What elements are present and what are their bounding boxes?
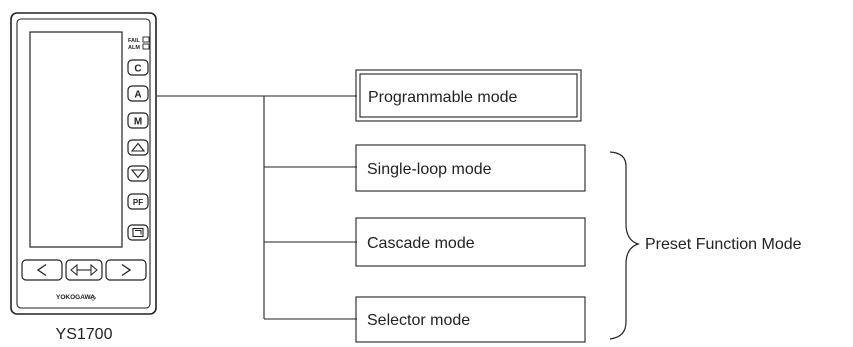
fail-lamp [142, 36, 150, 43]
single-loop-mode-label: Single-loop mode [367, 161, 492, 178]
alm-lamp [142, 43, 150, 50]
preset-function-mode-label: Preset Function Mode [645, 236, 802, 253]
single-loop-mode-box: Single-loop mode [355, 144, 586, 192]
m-button-label: M [134, 117, 142, 128]
up-button[interactable] [127, 139, 149, 156]
selector-mode-label: Selector mode [367, 312, 470, 329]
device-inner-frame [16, 18, 151, 309]
alm-indicator-label: ALM [128, 45, 140, 51]
programmable-mode-box: Programmable mode [355, 69, 582, 122]
device-display-screen [29, 31, 123, 248]
pf-button[interactable]: PF [127, 193, 149, 210]
pf-button-label: PF [133, 198, 143, 207]
c-button[interactable]: C [127, 59, 149, 76]
brand-logo: YOKOGAWA [56, 294, 95, 301]
nav-left-button[interactable] [21, 259, 63, 281]
page-icon [132, 227, 144, 238]
c-button-label: C [134, 64, 141, 75]
nav-right-button[interactable] [105, 259, 147, 281]
ys1700-device: FAIL ALM C A M PF [10, 12, 157, 315]
up-arrow-icon [130, 142, 146, 152]
preset-group-brace [609, 151, 640, 340]
nav-center-button[interactable] [65, 259, 103, 281]
chevron-left-icon [36, 263, 47, 277]
programmable-mode-label: Programmable mode [368, 89, 518, 106]
selector-mode-box: Selector mode [355, 296, 586, 343]
down-arrow-icon [130, 169, 146, 179]
fail-indicator-label: FAIL [128, 38, 141, 44]
device-outer-frame [10, 12, 157, 315]
m-button[interactable]: M [127, 112, 149, 129]
double-arrow-icon [70, 263, 98, 277]
a-button-label: A [134, 90, 141, 101]
cascade-mode-label: Cascade mode [367, 235, 475, 252]
a-button[interactable]: A [127, 85, 149, 102]
brand-mark-icon: ◇ [90, 293, 97, 302]
device-model-label: YS1700 [56, 326, 113, 343]
page-button[interactable] [127, 224, 149, 241]
cascade-mode-box: Cascade mode [355, 217, 586, 267]
chevron-right-icon [121, 263, 132, 277]
connector-lines [157, 95, 357, 320]
down-button[interactable] [127, 165, 149, 182]
